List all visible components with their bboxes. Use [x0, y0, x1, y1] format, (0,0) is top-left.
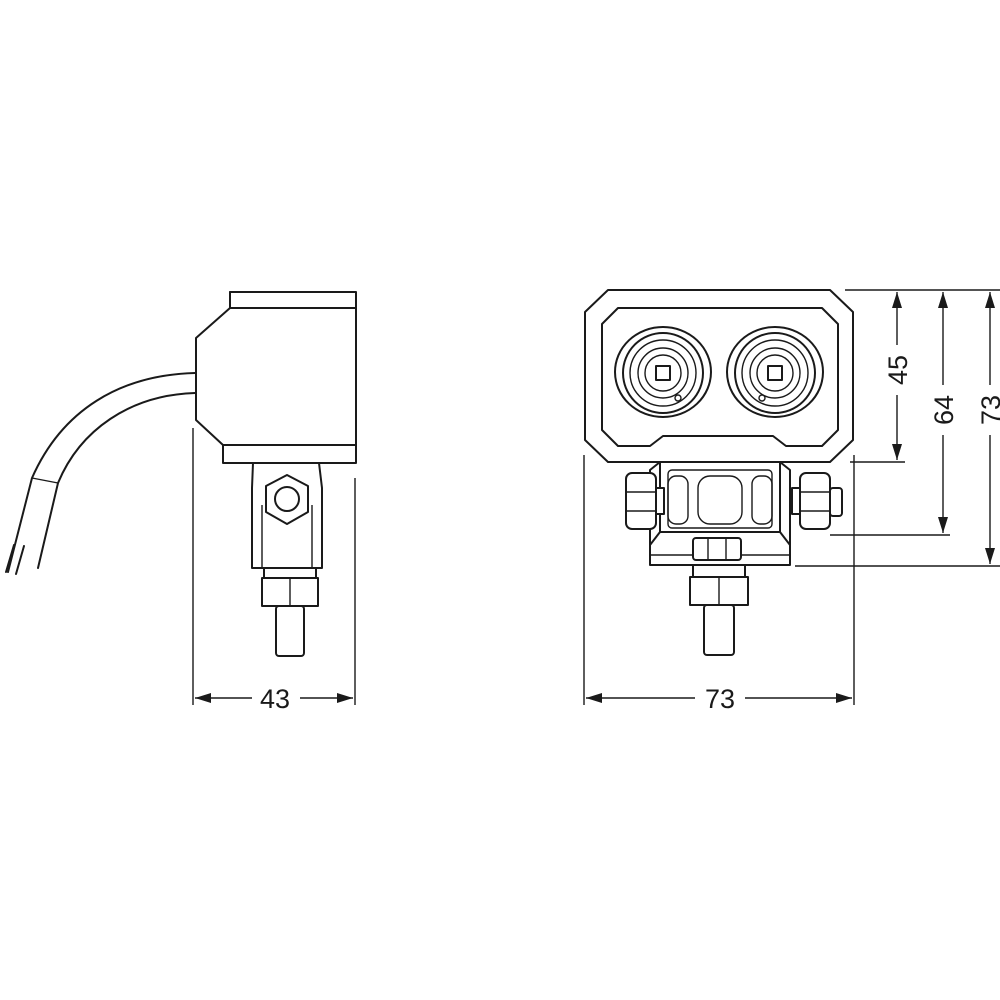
- front-view: 73 45 64 73: [583, 289, 1000, 714]
- side-bracket: [251, 462, 323, 569]
- dimension-label-73-horizontal: 73: [705, 684, 735, 714]
- dimension-side-width: 43: [195, 684, 353, 714]
- dimension-label-43: 43: [260, 684, 290, 714]
- nut-right: [791, 472, 843, 530]
- led-right: [726, 326, 824, 418]
- dimension-label-45: 45: [883, 355, 913, 385]
- dimension-lens-height: 45: [883, 292, 913, 460]
- front-housing: [584, 289, 854, 463]
- cable: [5, 372, 196, 575]
- led-left: [614, 326, 712, 418]
- side-view: 43: [5, 291, 357, 714]
- lens-bezel: [601, 307, 839, 447]
- side-bolt: [261, 567, 319, 657]
- dimension-total-height: 73: [976, 292, 1000, 564]
- front-bolt: [689, 564, 749, 656]
- dimension-label-73-vertical: 73: [976, 395, 1000, 425]
- dimension-housing-height: 64: [929, 292, 959, 533]
- dimension-front-width: 73: [586, 684, 852, 714]
- dimension-label-64: 64: [929, 395, 959, 425]
- side-housing: [195, 291, 357, 464]
- nut-left: [625, 472, 665, 530]
- nut-bottom: [692, 537, 742, 561]
